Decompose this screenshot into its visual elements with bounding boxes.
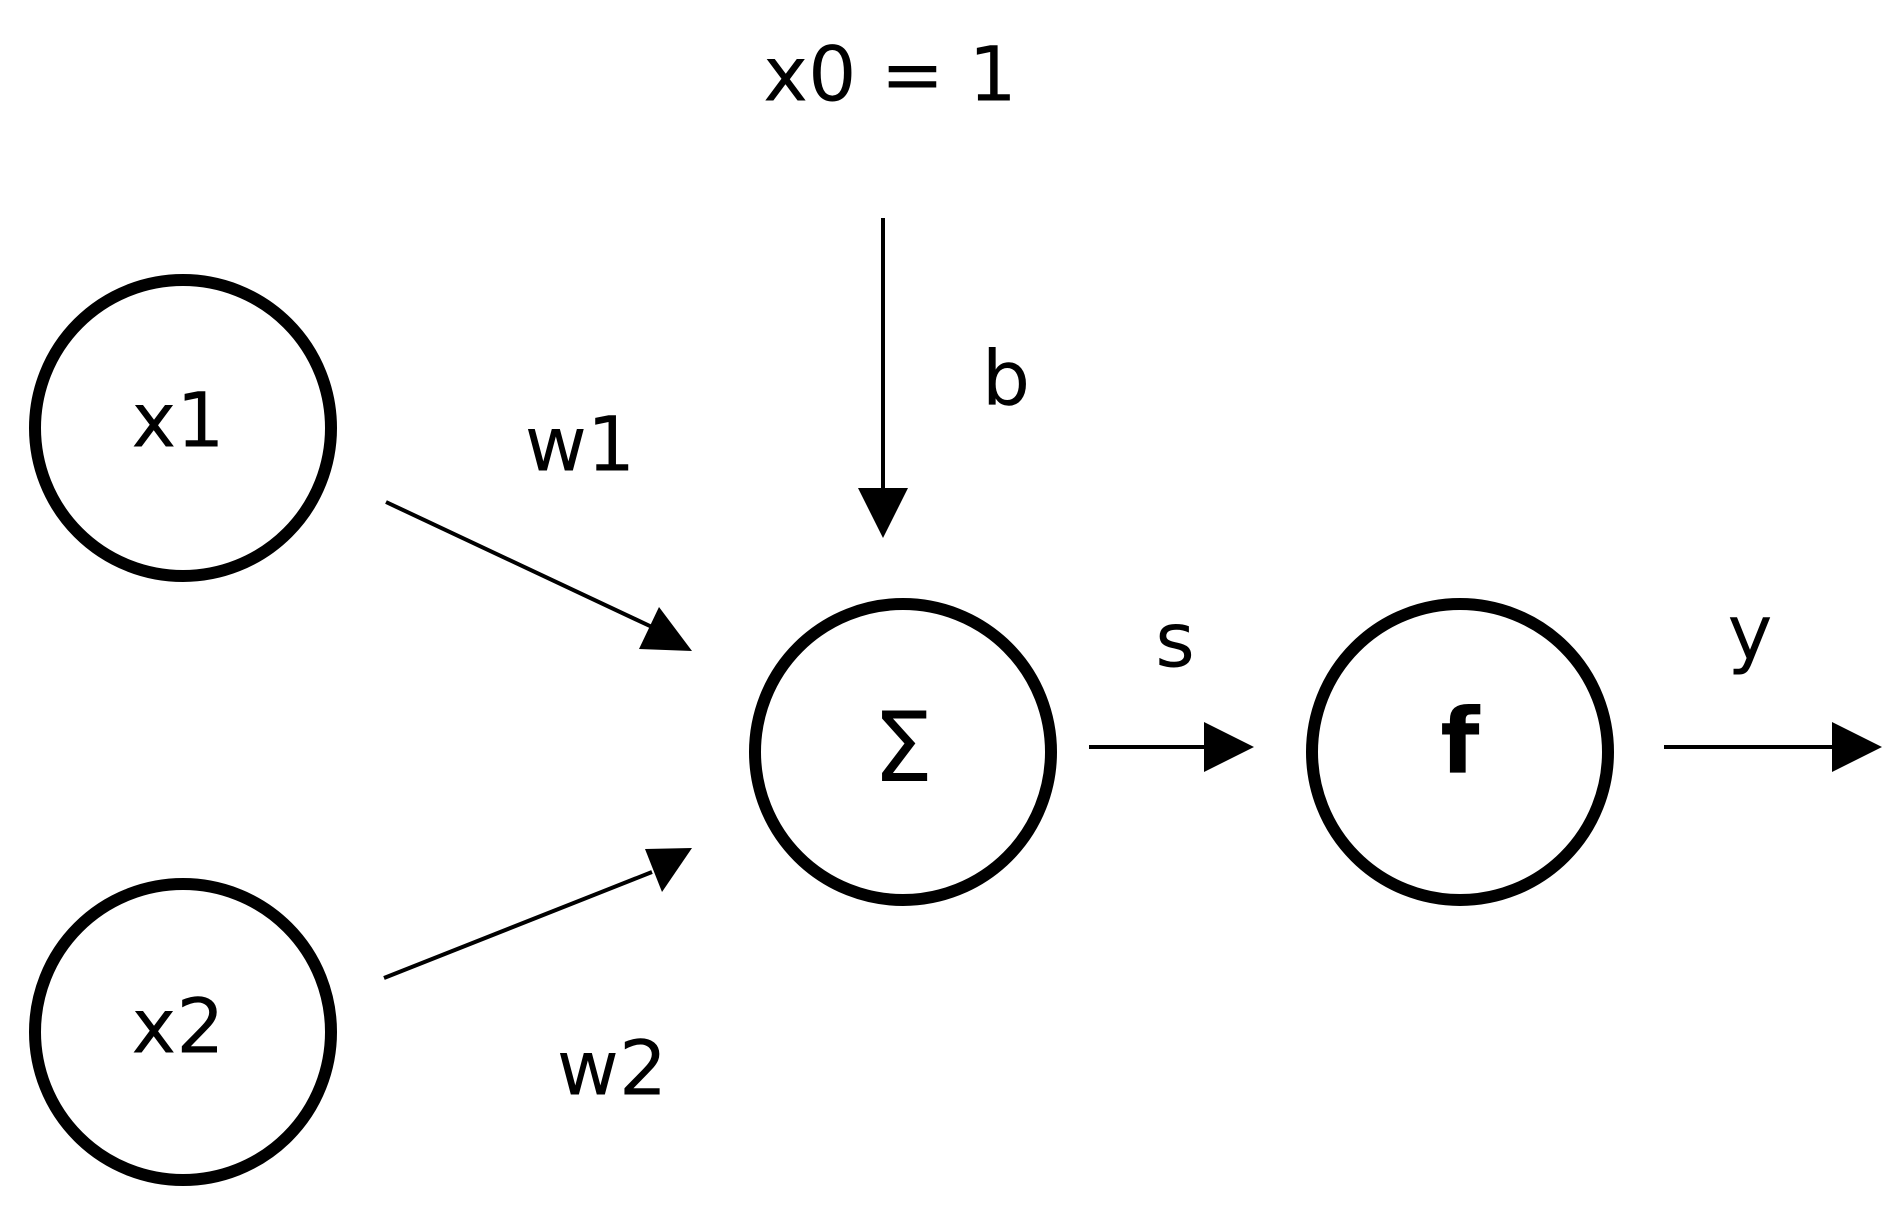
weight-w2-label: w2 [557,1024,668,1113]
input-node-x1 [29,274,337,582]
edge-sum-to-activation-arrow-head [1204,722,1254,772]
bias-arrow-head [858,488,908,538]
bias-weight-label: b [982,334,1030,423]
sum-node [749,598,1057,906]
edge-x1-to-sum-arrow-head [639,607,692,651]
bias-input-label: x0 = 1 [763,30,1017,119]
edge-x1-to-sum-line [385,500,653,629]
input-node-x2 [29,878,337,1186]
output-y-label: y [1728,588,1773,677]
input-node-x2-label: x2 [131,982,224,1071]
edge-x2-to-sum-line [383,870,653,980]
output-edge-arrow-head [1832,722,1882,772]
sum-output-s-label: s [1155,596,1195,685]
edge-x2-to-sum-arrow-head [645,848,692,892]
input-node-x1-label: x1 [131,376,224,465]
sum-node-label: Σ [873,692,934,804]
activation-node [1306,598,1614,906]
weight-w1-label: w1 [525,400,636,489]
activation-node-label: f [1440,690,1480,795]
